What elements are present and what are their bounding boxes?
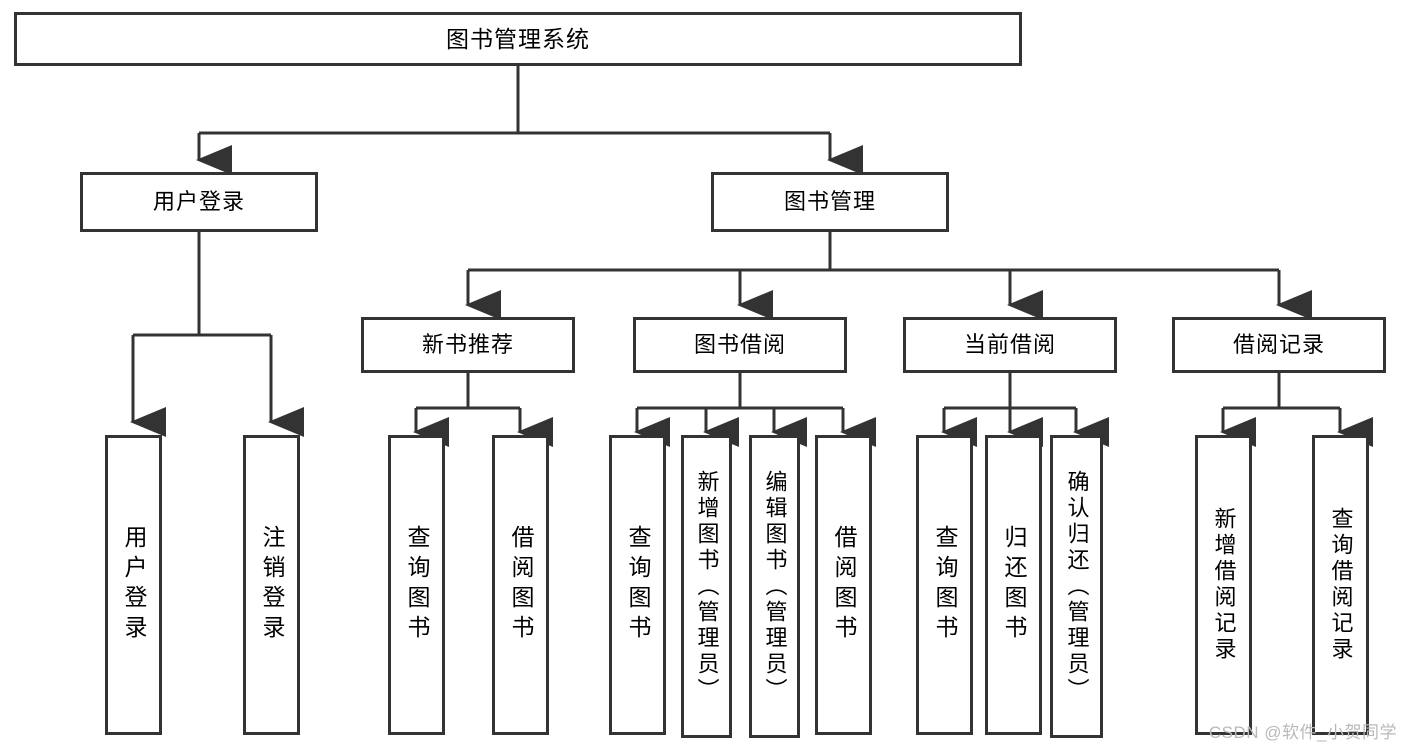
node-root-book-management-system[interactable]: 图书管理系统 xyxy=(14,12,1022,66)
node-label: 确认归还（管理员） xyxy=(1064,469,1090,704)
node-book-borrow[interactable]: 图书借阅 xyxy=(633,317,847,373)
leaf-confirm-return-admin[interactable]: 确认归还（管理员） xyxy=(1050,435,1103,738)
node-label: 注销登录 xyxy=(259,525,285,645)
leaf-logout[interactable]: 注销登录 xyxy=(243,435,300,735)
node-current-borrow[interactable]: 当前借阅 xyxy=(903,317,1117,373)
node-label: 查询借阅记录 xyxy=(1328,507,1354,663)
leaf-edit-book-admin[interactable]: 编辑图书（管理员） xyxy=(749,435,800,738)
node-label: 查询图书 xyxy=(625,525,651,645)
node-book-management[interactable]: 图书管理 xyxy=(711,172,949,232)
node-label: 图书管理系统 xyxy=(446,25,590,52)
node-label: 查询图书 xyxy=(404,525,430,645)
leaf-add-borrow-record[interactable]: 新增借阅记录 xyxy=(1195,435,1252,735)
node-label: 借阅图书 xyxy=(508,525,534,645)
node-label: 图书借阅 xyxy=(693,332,786,357)
node-label: 查询图书 xyxy=(932,525,958,645)
leaf-query-book-borrow[interactable]: 查询图书 xyxy=(609,435,666,735)
node-label: 归还图书 xyxy=(1001,525,1027,645)
leaf-add-book-admin[interactable]: 新增图书（管理员） xyxy=(681,435,732,738)
leaf-query-book-current[interactable]: 查询图书 xyxy=(916,435,973,735)
node-user-login[interactable]: 用户登录 xyxy=(80,172,318,232)
leaf-return-book[interactable]: 归还图书 xyxy=(985,435,1042,735)
csdn-watermark: CSDN @软件_小贺同学 xyxy=(1208,723,1397,742)
node-label: 新增借阅记录 xyxy=(1211,507,1237,663)
leaf-query-book-recommend[interactable]: 查询图书 xyxy=(388,435,445,735)
leaf-query-borrow-record[interactable]: 查询借阅记录 xyxy=(1312,435,1369,735)
node-label: 借阅图书 xyxy=(831,525,857,645)
node-label: 新书推荐 xyxy=(421,332,514,357)
node-label: 借阅记录 xyxy=(1232,332,1325,357)
node-label: 编辑图书（管理员） xyxy=(762,469,788,704)
node-label: 当前借阅 xyxy=(963,332,1056,357)
node-borrow-record[interactable]: 借阅记录 xyxy=(1172,317,1386,373)
node-label: 图书管理 xyxy=(783,189,876,214)
node-label: 用户登录 xyxy=(152,189,245,214)
node-label: 用户登录 xyxy=(121,525,147,645)
node-label: 新增图书（管理员） xyxy=(694,469,720,704)
leaf-borrow-book[interactable]: 借阅图书 xyxy=(815,435,872,735)
leaf-borrow-book-recommend[interactable]: 借阅图书 xyxy=(492,435,549,735)
node-new-book-recommend[interactable]: 新书推荐 xyxy=(361,317,575,373)
leaf-user-login[interactable]: 用户登录 xyxy=(105,435,162,735)
